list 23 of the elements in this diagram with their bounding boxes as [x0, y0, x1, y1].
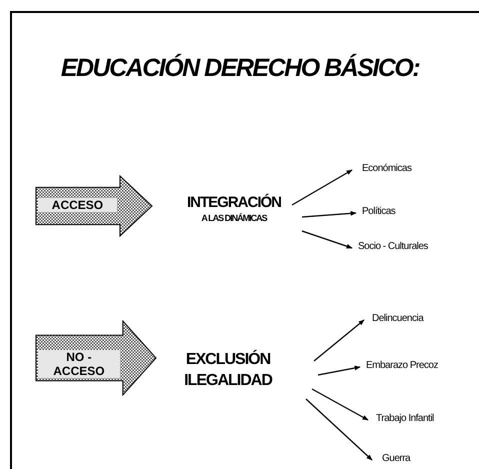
- title: EDUCACIÓN DERECHO BÁSICO:: [60, 54, 420, 83]
- concept-heading: INTEGRACIÓN: [186, 193, 282, 212]
- outcome-label: Económicas: [362, 163, 412, 174]
- arrow: [302, 211, 357, 218]
- arrow: [306, 398, 372, 460]
- block-arrow: [35, 320, 157, 396]
- outcome-label: Delincuencia: [372, 313, 424, 324]
- arrow-label: ACCESO: [38, 198, 117, 212]
- arrow: [314, 320, 364, 362]
- arrow: [292, 169, 353, 206]
- outcome-label: Embarazo Precoz: [366, 360, 438, 371]
- arrow-label: NO - ACCESO: [38, 350, 120, 378]
- outcome-label: Guerra: [382, 453, 410, 464]
- concept-heading: EXCLUSIÓN: [184, 350, 272, 370]
- block-arrow: [35, 175, 153, 237]
- concept-subheading: A LAS DINÁMICAS: [200, 212, 268, 224]
- arrow: [312, 388, 369, 421]
- outcome-label: Socio - Culturales: [358, 241, 428, 252]
- outcome-label: Políticas: [362, 206, 396, 217]
- arrow: [318, 366, 361, 376]
- concept-subheading: ILEGALIDAD: [183, 370, 274, 391]
- outcome-label: Trabajo Infantil: [376, 413, 434, 424]
- arrow: [302, 230, 353, 249]
